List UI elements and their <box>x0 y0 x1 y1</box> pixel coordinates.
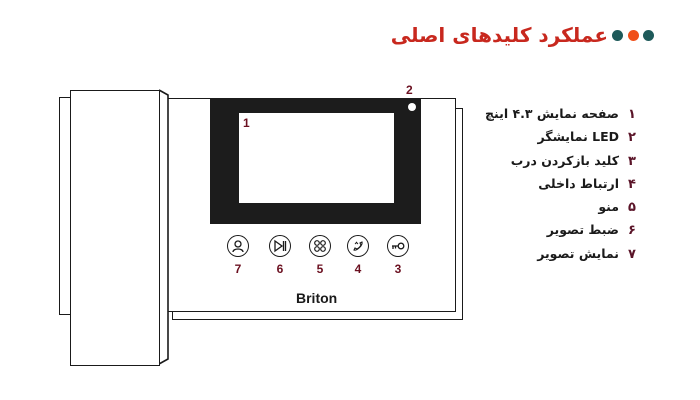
menu-button[interactable] <box>309 235 331 257</box>
led-indicator <box>408 103 416 111</box>
led-callout: 2 <box>406 83 413 97</box>
play-pause-icon <box>274 239 287 253</box>
legend-number: ۱ <box>628 107 636 122</box>
legend-item: ۷ نمایش تصویر <box>485 242 638 265</box>
button-number: 4 <box>354 262 362 276</box>
legend-item: ۱ صفحه نمایش ۴.۳ اینچ <box>485 102 638 125</box>
key-icon <box>392 242 405 250</box>
button-number: 7 <box>234 262 242 276</box>
legend-item: ۲ LED نمایشگر <box>485 125 638 148</box>
legend-label: نمایش تصویر <box>537 245 619 261</box>
legend-number: ۳ <box>628 153 636 169</box>
legend-label: کلید بازکردن درب <box>510 152 619 168</box>
legend-item: ۵ منو <box>485 195 638 218</box>
legend-label: ضبط تصویر <box>546 222 619 238</box>
intercom-phone-icon <box>353 241 363 251</box>
decor-dot-3 <box>643 30 654 41</box>
button-number: 3 <box>394 262 402 276</box>
legend-number: ۵ <box>628 200 636 216</box>
legend-label: صفحه نمایش ۴.۳ اینچ <box>485 106 619 121</box>
brand-logo: Briton <box>296 290 338 306</box>
door-open-button[interactable] <box>387 235 409 257</box>
decor-dot-2 <box>628 30 639 41</box>
handset-front <box>70 90 160 366</box>
button-number: 6 <box>276 262 284 276</box>
legend-item: ۳ کلید بازکردن درب <box>485 149 638 172</box>
legend-item: ۶ ضبط تصویر <box>485 218 638 241</box>
legend-number: ۴ <box>628 176 636 192</box>
legend-number: ۲ <box>628 130 636 146</box>
handset-depth <box>158 89 169 365</box>
legend-number: ۷ <box>628 246 636 262</box>
legend-label: LED نمایشگر <box>537 129 619 145</box>
legend-label: ارتباط داخلی <box>538 175 619 191</box>
record-image-button[interactable] <box>269 235 291 257</box>
legend-number: ۶ <box>628 223 636 239</box>
legend-list: ۱ صفحه نمایش ۴.۳ اینچ ۲ LED نمایشگر ۳ کلید … <box>485 102 638 265</box>
screen-callout: 1 <box>243 116 250 130</box>
view-image-button[interactable] <box>227 235 249 257</box>
intercom-button[interactable] <box>347 235 369 257</box>
section-title: عملکرد کلیدهای اصلی <box>390 23 608 47</box>
legend-label: منو <box>598 199 619 215</box>
button-number: 5 <box>316 262 324 276</box>
decor-dot-1 <box>612 30 623 41</box>
menu-grid-icon <box>314 240 326 252</box>
legend-item: ۴ ارتباط داخلی <box>485 172 638 195</box>
user-icon <box>232 240 244 253</box>
display-screen <box>239 113 394 203</box>
